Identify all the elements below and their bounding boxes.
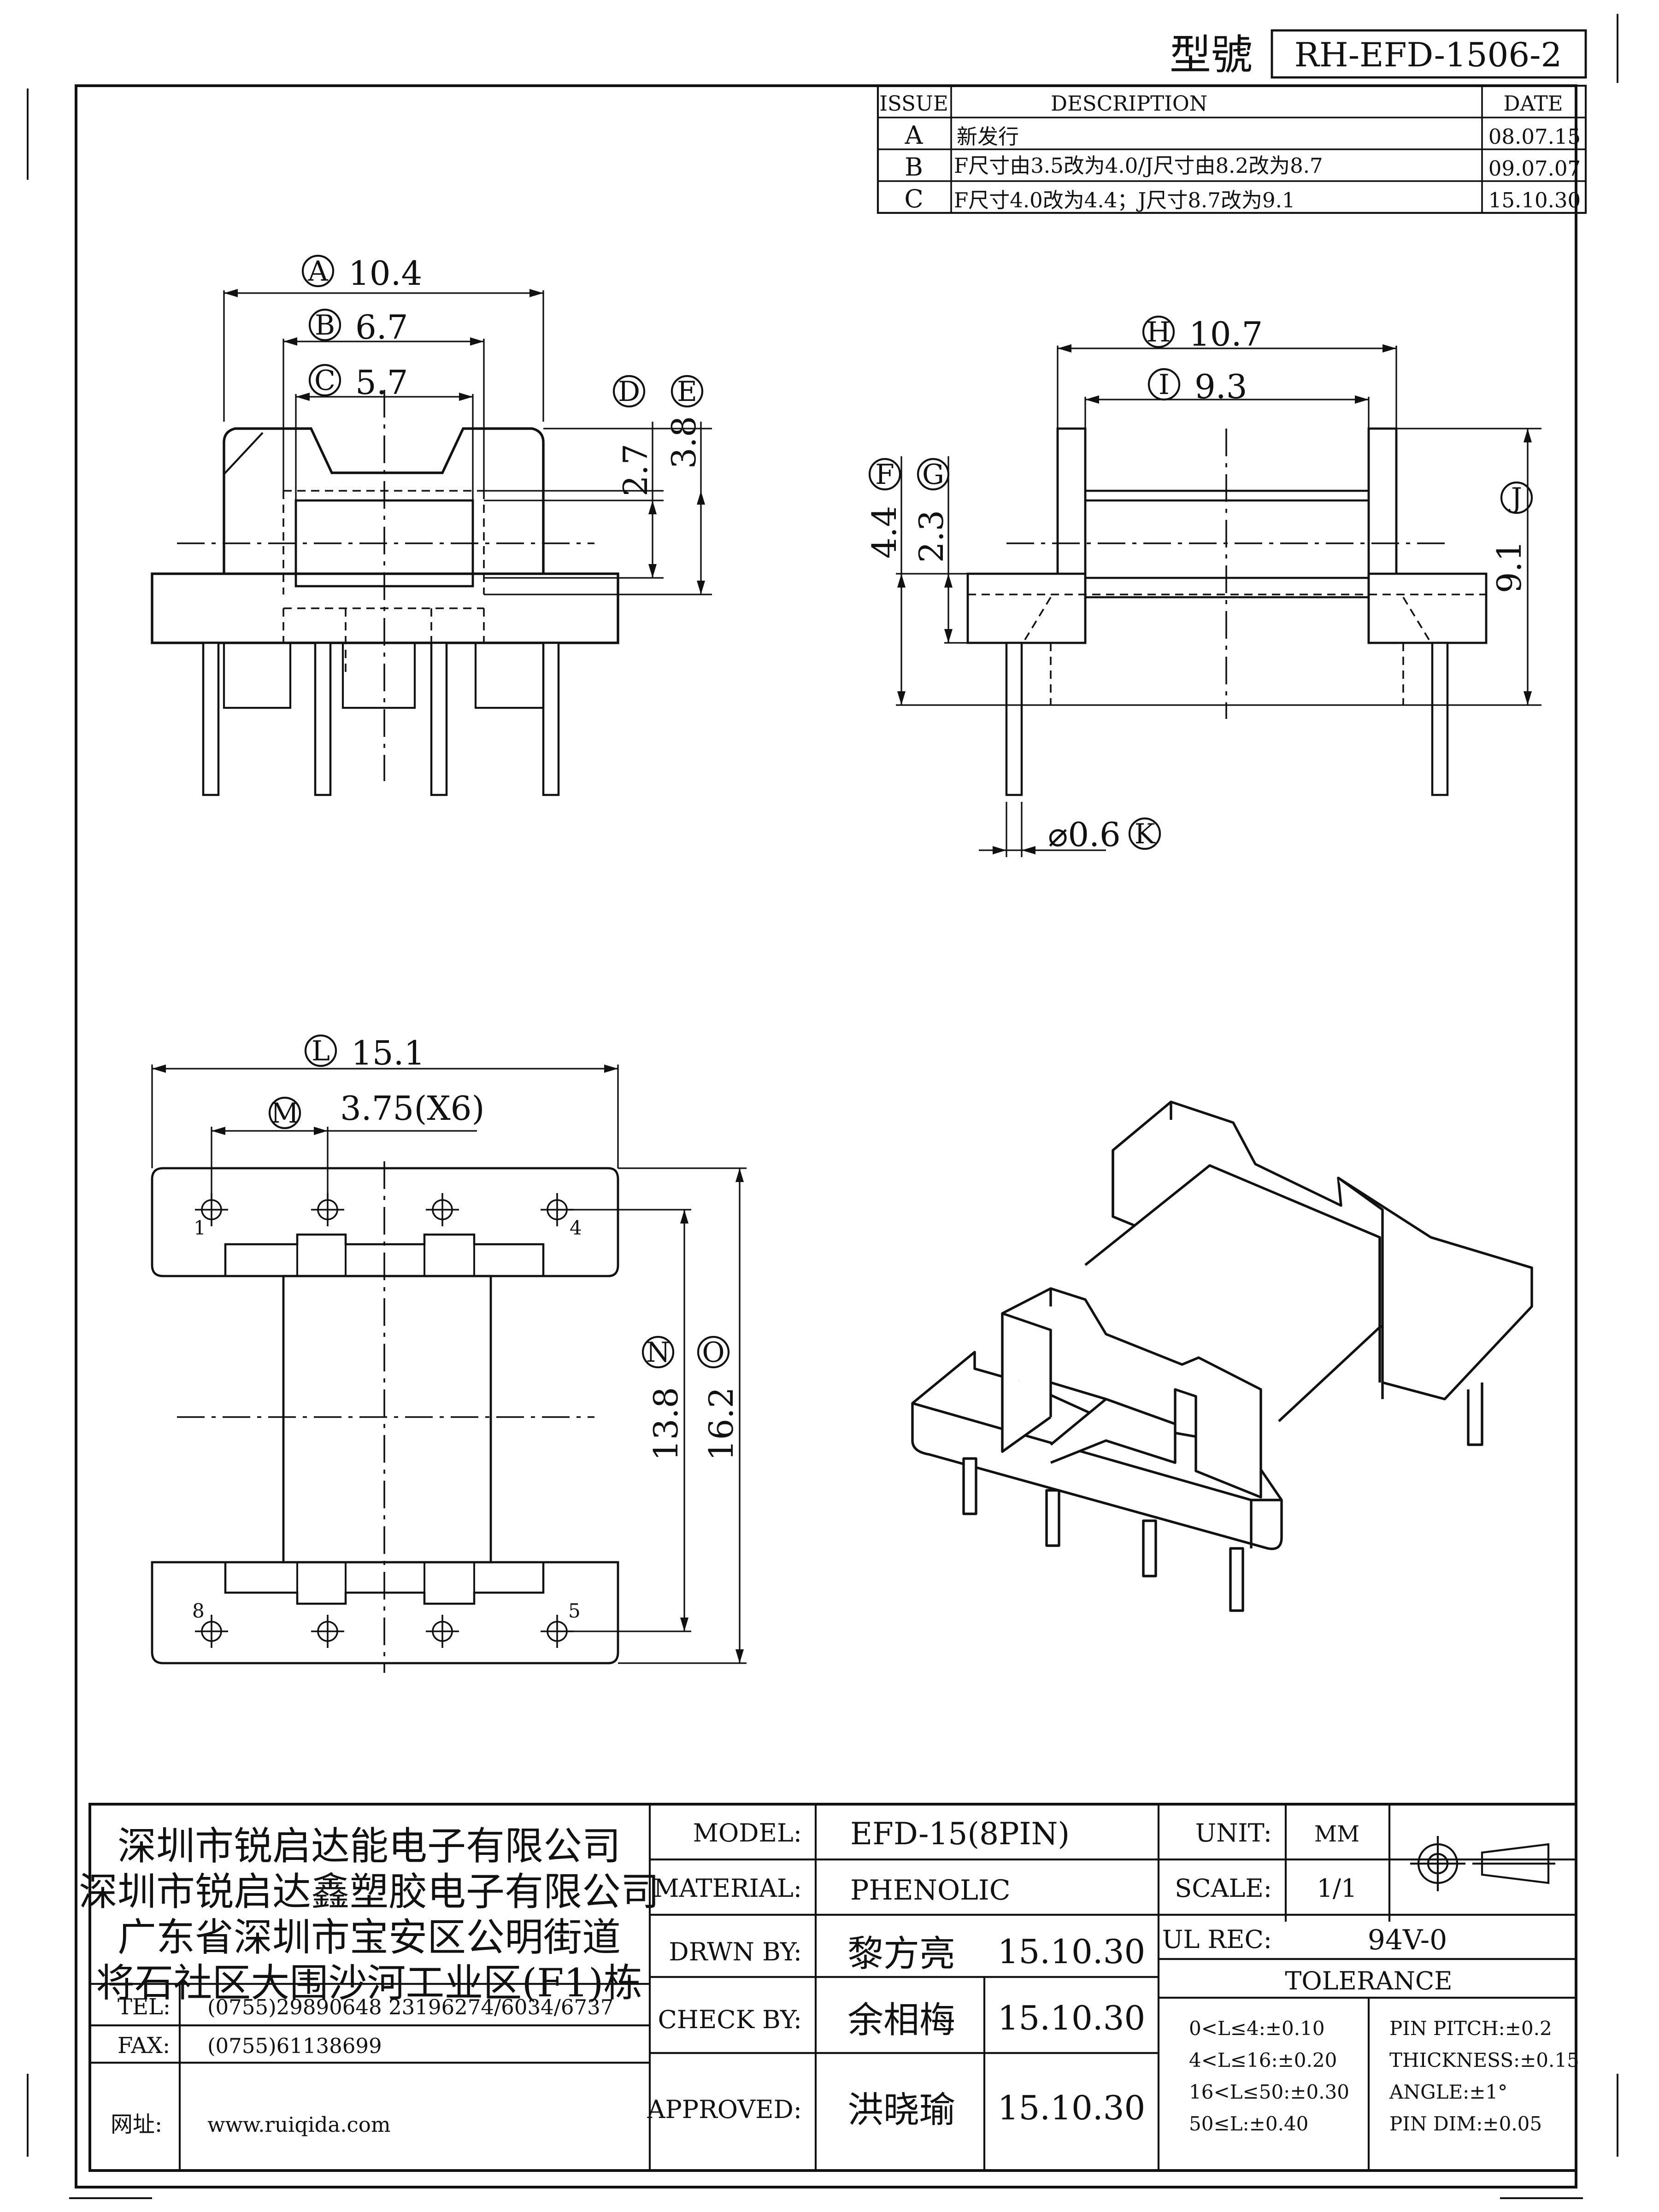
- dim-value-g: 2.3: [912, 510, 951, 563]
- rev-date: 09.07.07: [1488, 156, 1581, 181]
- dim-letter-k: K: [1135, 818, 1156, 850]
- approved-date: 15.10.30: [998, 2088, 1146, 2127]
- dim-value-i: 9.3: [1194, 367, 1247, 406]
- dim-value-k: ⌀0.6: [1048, 815, 1121, 854]
- dim-letter-a: A: [307, 255, 328, 288]
- tolerance-line: PIN PITCH:±0.2: [1389, 2017, 1552, 2040]
- pin-label-5: 5: [568, 1600, 581, 1622]
- ul-label: UL REC:: [1162, 1925, 1272, 1954]
- dim-value-m: 3.75(X6): [340, 1089, 485, 1128]
- model-number-box: 型號 RH-EFD-1506-2: [1170, 29, 1587, 79]
- tolerance-line: 16<L≤50:±0.30: [1189, 2081, 1349, 2103]
- web-label: 网址:: [111, 2112, 162, 2137]
- rev-issue: A: [905, 121, 924, 150]
- fax-label: FAX:: [118, 2033, 170, 2059]
- check-label: CHECK BY:: [658, 2005, 802, 2034]
- dim-value-l: 15.1: [351, 1034, 425, 1072]
- dim-letter-j: J: [1508, 482, 1522, 514]
- ul-value: 94V-0: [1368, 1924, 1447, 1956]
- dim-letter-h: H: [1147, 316, 1171, 348]
- rev-issue: C: [904, 184, 923, 213]
- rev-issue: B: [905, 153, 923, 182]
- dim-letter-n: N: [646, 1336, 671, 1369]
- unit-label: UNIT:: [1195, 1818, 1272, 1847]
- front-view: A 10.4 B 6.7 C 5.7 D E 2.7 3.8: [151, 254, 712, 796]
- dim-letter-g: G: [922, 459, 944, 491]
- tolerance-line: 4<L≤16:±0.20: [1189, 2049, 1337, 2071]
- rev-description: F尺寸4.0改为4.4；J尺寸8.7改为9.1: [954, 188, 1295, 212]
- pin-label-4: 4: [570, 1217, 582, 1239]
- pin-label-8: 8: [192, 1600, 205, 1622]
- dim-letter-b: B: [315, 309, 335, 341]
- rev-col-description: DESCRIPTION: [1051, 91, 1207, 116]
- material-label: MATERIAL:: [653, 1874, 802, 1903]
- company-line: 深圳市锐启达鑫塑胶电子有限公司: [79, 1869, 659, 1914]
- tolerance-line: ANGLE:±1°: [1389, 2081, 1507, 2103]
- model-no-label: 型號: [1170, 31, 1253, 79]
- web-value: www.ruiqida.com: [207, 2112, 391, 2137]
- approved-label: APPROVED:: [647, 2095, 802, 2124]
- dim-letter-i: I: [1159, 369, 1170, 401]
- dim-value-b: 6.7: [355, 308, 408, 347]
- tel-value: (0755)29890648 23196274/6034/6737: [207, 1995, 613, 2019]
- company-line: 广东省深圳市宝安区公明街道: [118, 1915, 621, 1960]
- material-value: PHENOLIC: [850, 1874, 1011, 1906]
- title-block: 深圳市锐启达能电子有限公司 深圳市锐启达鑫塑胶电子有限公司 广东省深圳市宝安区公…: [79, 1803, 1579, 2172]
- dim-value-d: 2.7: [616, 444, 655, 497]
- scale-label: SCALE:: [1175, 1874, 1272, 1903]
- isometric-view: [911, 1100, 1533, 1612]
- dim-value-n: 13.8: [647, 1387, 685, 1461]
- dim-letter-o: O: [702, 1336, 724, 1369]
- approved-name: 洪晓瑜: [847, 2089, 955, 2131]
- side-view: H 10.7 I 9.3 F G 4.4 2.3 J 9.1 ⌀0.6 K: [865, 315, 1541, 857]
- rev-date: 15.10.30: [1488, 188, 1581, 212]
- sheet-border: [27, 14, 1618, 2199]
- pin-label-1: 1: [194, 1217, 206, 1239]
- dim-value-h: 10.7: [1189, 315, 1263, 353]
- rev-description: F尺寸由3.5改为4.0/J尺寸由8.2改为8.7: [954, 153, 1323, 178]
- dim-letter-c: C: [314, 365, 335, 397]
- dim-value-c: 5.7: [355, 363, 408, 402]
- drawn-label: DRWN BY:: [669, 1937, 802, 1966]
- check-name: 余相梅: [847, 2000, 955, 2041]
- tolerance-line: PIN DIM:±0.05: [1389, 2112, 1542, 2135]
- dim-letter-e: E: [677, 376, 697, 408]
- dim-letter-d: D: [618, 376, 640, 408]
- revision-table: ISSUE DESCRIPTION DATE A 新发行 08.07.15 B …: [877, 84, 1587, 214]
- fax-value: (0755)61138699: [207, 2034, 382, 2058]
- bottom-view: 1 4 8 5 L 15.1 M 3.75(X6) N O 13.8 16.2: [151, 1034, 747, 1673]
- check-date: 15.10.30: [998, 1999, 1146, 2037]
- dim-value-e: 3.8: [665, 416, 703, 469]
- drawn-date: 15.10.30: [998, 1932, 1146, 1971]
- tolerance-title: TOLERANCE: [1285, 1966, 1452, 1995]
- model-no: RH-EFD-1506-2: [1294, 35, 1562, 74]
- model-value: EFD-15(8PIN): [850, 1816, 1070, 1852]
- unit-value: MM: [1314, 1821, 1359, 1847]
- model-label: MODEL:: [693, 1818, 802, 1847]
- dim-letter-m: M: [271, 1097, 299, 1130]
- rev-description: 新发行: [957, 124, 1019, 149]
- scale-value: 1/1: [1317, 1874, 1357, 1903]
- tolerance-line: 50≤L:±0.40: [1189, 2112, 1308, 2135]
- tolerance-line: THICKNESS:±0.15: [1389, 2049, 1579, 2071]
- company-line: 深圳市锐启达能电子有限公司: [118, 1824, 621, 1869]
- dim-value-a: 10.4: [348, 254, 422, 293]
- company-line: 将石社区大围沙河工业区(F1)栋: [96, 1960, 642, 2006]
- dim-letter-l: L: [312, 1035, 330, 1067]
- dim-value-f: 4.4: [865, 506, 904, 559]
- dim-value-j: 9.1: [1490, 541, 1529, 594]
- tolerance-line: 0<L≤4:±0.10: [1189, 2017, 1325, 2040]
- dim-value-o: 16.2: [702, 1387, 741, 1461]
- tel-label: TEL:: [118, 1994, 171, 2020]
- dim-letter-f: F: [875, 459, 894, 491]
- projection-symbol-icon: [1410, 1836, 1555, 1891]
- drawn-name: 黎方亮: [847, 1933, 955, 1975]
- rev-date: 08.07.15: [1488, 124, 1581, 149]
- rev-col-date: DATE: [1504, 91, 1563, 116]
- rev-col-issue: ISSUE: [879, 91, 948, 116]
